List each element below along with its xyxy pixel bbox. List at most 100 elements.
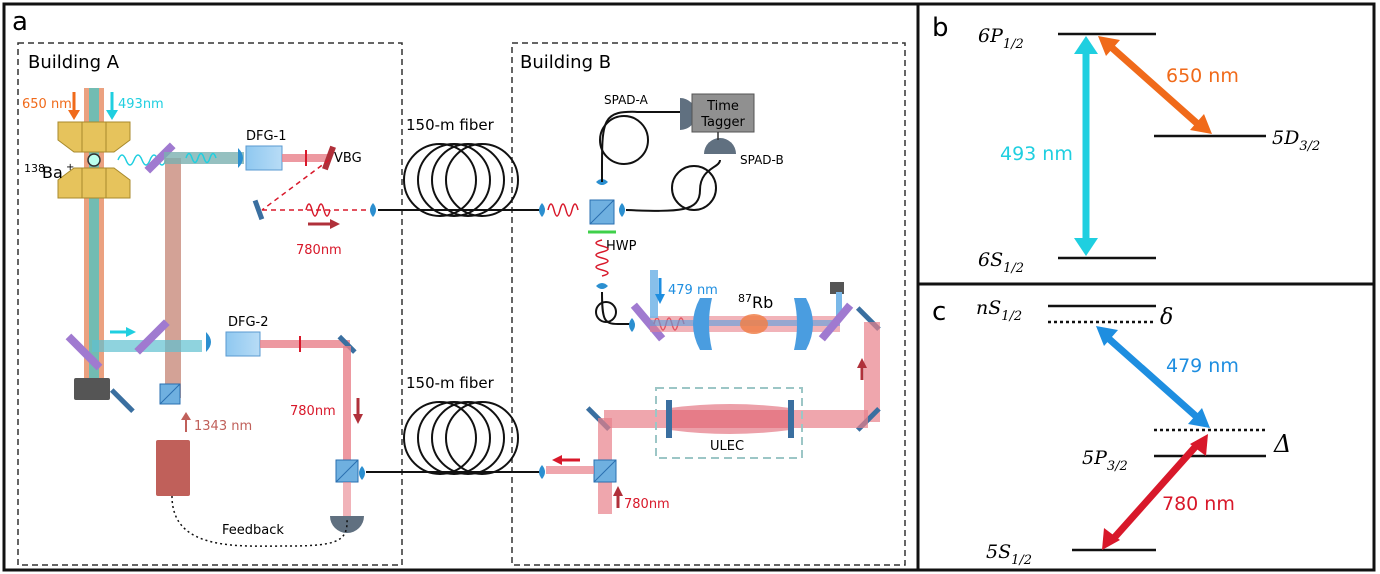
- coupler-down: [596, 283, 608, 289]
- label-493-transition: 493 nm: [1000, 143, 1073, 165]
- rb-mass: 87: [738, 292, 752, 305]
- label-delta-big: Δ: [1273, 430, 1291, 458]
- photon-wavepacket-dfg1: [185, 152, 217, 164]
- transition-650-head-top: [1098, 36, 1120, 56]
- label-650: 650 nm: [22, 97, 72, 112]
- time-tagger-line2: Tagger: [700, 115, 745, 130]
- pbs-a-fiber-diag: [335, 459, 359, 483]
- building-b-label: Building B: [520, 52, 611, 73]
- time-tagger-line1: Time: [706, 99, 739, 114]
- transition-650-arrow: [1107, 43, 1203, 129]
- arrow-left-head: [552, 455, 562, 465]
- dfg1-label: DFG-1: [246, 129, 287, 144]
- cavity-mode: [670, 404, 790, 434]
- rb-atoms: [740, 314, 768, 334]
- lens-rb-left: [693, 298, 712, 350]
- building-b-box: [511, 42, 906, 566]
- label-delta-small: δ: [1160, 305, 1173, 330]
- time-tagger: [691, 93, 755, 133]
- label-780-transition: 780 nm: [1162, 493, 1235, 515]
- transition-479-head-bottom: [1188, 408, 1210, 428]
- laser-1343: [156, 440, 190, 496]
- beam-after-dfg2: [260, 340, 350, 348]
- label-479: 479 nm: [668, 283, 718, 298]
- rb-beam-dump: [830, 282, 844, 294]
- fiber-top-label: 150-m fiber: [406, 116, 495, 134]
- photon-wavepacket-down: [595, 239, 609, 277]
- arrow-493-head: [106, 110, 118, 120]
- fiber-loop-a: [599, 115, 649, 165]
- label-780-in: 780nm: [624, 497, 670, 512]
- vbg-diffracted-beam: [261, 159, 330, 211]
- vbg-grating: [322, 145, 336, 171]
- transition-780-arrow: [1111, 443, 1199, 541]
- transition-780-head-top: [1190, 434, 1208, 456]
- ulec-label: ULEC: [710, 439, 744, 454]
- label-5s: 5S1/2: [986, 541, 1032, 568]
- arrow-cyan-lower-head: [126, 327, 136, 337]
- dfg2-crystal: [225, 331, 261, 357]
- feedback-path: [171, 495, 348, 547]
- fiber-to-spad-b: [625, 159, 721, 212]
- beam-to-fiber-b: [546, 466, 594, 474]
- label-493: 493nm: [118, 97, 164, 112]
- label-5p: 5P3/2: [1082, 447, 1128, 474]
- ulec-box: [655, 387, 803, 459]
- ion-mass: 138: [24, 162, 45, 175]
- transition-780-head-bottom: [1102, 528, 1120, 550]
- spad-a-label: SPAD-A: [604, 93, 649, 107]
- arrow-1343-head: [181, 412, 191, 420]
- arrow-650-head: [68, 110, 80, 120]
- cavity-mirror-left: [666, 400, 672, 438]
- dichroic-mirror-top: [144, 142, 176, 174]
- ion: [87, 153, 101, 167]
- coupler-right: [619, 203, 625, 217]
- label-6s: 6S1/2: [978, 249, 1024, 276]
- beam-cavity-up: [864, 322, 880, 422]
- ion-name: Ba: [42, 163, 63, 182]
- fiber-bottom-label: 150-m fiber: [406, 374, 495, 392]
- label-780-a: 780nm: [296, 243, 342, 258]
- transition-493-head-bottom: [1074, 238, 1098, 256]
- photodiode-feedback: [330, 516, 364, 533]
- label-6p: 6P1/2: [978, 25, 1024, 52]
- beam-479-out: [836, 292, 842, 316]
- fiber-coupler-b-bottom: [539, 465, 545, 479]
- lens-dfg2: [206, 332, 211, 352]
- fiber-coupler-a: [370, 203, 376, 217]
- fiber-loop-rb: [595, 301, 617, 323]
- mirror-a-lower: [109, 388, 135, 414]
- transition-650-head-bottom: [1190, 114, 1212, 134]
- fiber-spool-top: [378, 143, 540, 217]
- lens-dfg1: [238, 148, 243, 168]
- coupler-rb: [629, 318, 635, 332]
- dfg1-crystal: [245, 145, 283, 171]
- label-1343: 1343 nm: [194, 419, 252, 434]
- transition-493-head-top: [1074, 36, 1098, 54]
- pump-1343-beam: [165, 158, 181, 398]
- feedback-label: Feedback: [222, 523, 284, 538]
- cavity-mirror-right: [788, 400, 794, 438]
- cooling-beam-vertical: [89, 88, 99, 380]
- arrow-780-in-head: [613, 486, 623, 496]
- hwp-label: HWP: [606, 239, 637, 254]
- photon-780-wavepacket-a: [305, 203, 331, 217]
- label-479-transition: 479 nm: [1166, 355, 1239, 377]
- label-5d: 5D3/2: [1272, 127, 1320, 154]
- building-a-box: [17, 42, 403, 566]
- fiber-to-rb: [601, 291, 630, 325]
- fiber-loop-b: [671, 165, 717, 211]
- fiber-to-spad-a: [600, 110, 682, 183]
- fiber-coupler-b: [539, 203, 545, 217]
- label-780-b: 780nm: [290, 404, 336, 419]
- dichroic-mirror-combine: [134, 319, 170, 355]
- pbs-b-lower-diag: [593, 459, 617, 483]
- transition-479-head-top: [1096, 326, 1118, 346]
- arrow-780-down-head: [353, 414, 363, 424]
- panel-c-label: c: [932, 297, 946, 327]
- label-ns: nS1/2: [976, 297, 1022, 324]
- mirror-dfg2-down: [337, 334, 357, 354]
- beam-dump: [74, 378, 110, 400]
